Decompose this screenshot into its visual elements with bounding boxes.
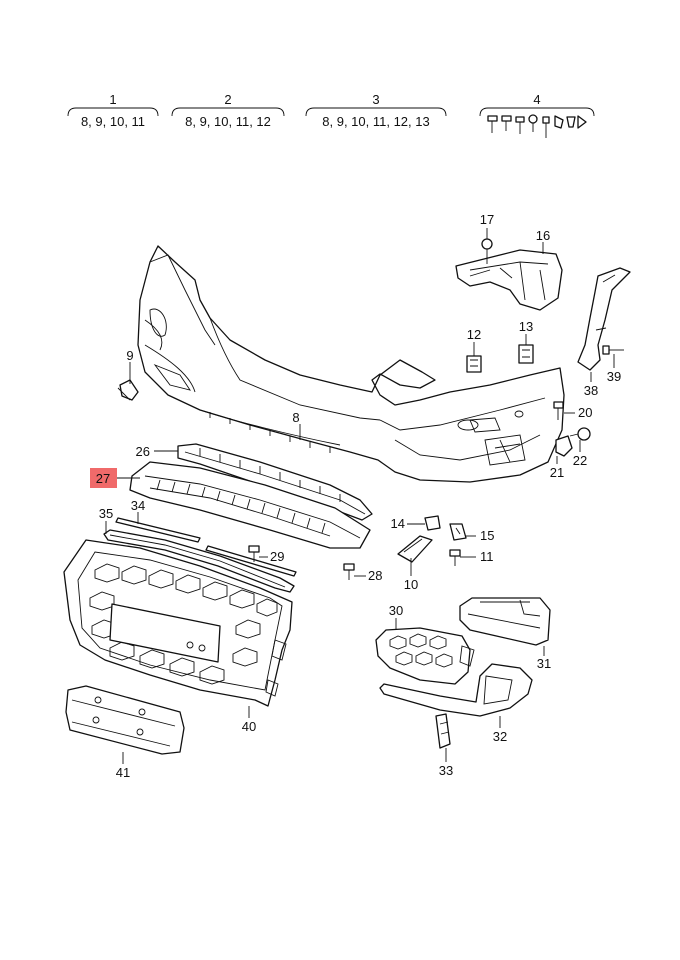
callout-13[interactable]: 13 (519, 319, 533, 334)
spoiler-strip-part[interactable] (177, 443, 373, 521)
highlight-box (90, 468, 117, 488)
trim-strip-part[interactable] (103, 529, 295, 593)
header-group-4[interactable]: 4 (479, 92, 595, 138)
callout-33[interactable]: 33 (439, 763, 453, 778)
tow-cover-part[interactable] (397, 535, 433, 563)
callout-26[interactable]: 26 (136, 444, 150, 459)
screw-29-part[interactable] (248, 545, 260, 562)
group-members: 8, 9, 10, 11 (81, 114, 145, 129)
callout-11[interactable]: 11 (480, 549, 494, 564)
callout-27[interactable]: 27 (96, 471, 110, 486)
clip-14-part[interactable] (424, 515, 441, 531)
fog-insert-part[interactable] (435, 713, 451, 749)
clip-12-part[interactable] (466, 355, 482, 373)
callout-15[interactable]: 15 (480, 528, 494, 543)
screw-28-part[interactable] (343, 563, 355, 580)
mount-bracket-part[interactable] (455, 249, 563, 311)
screw-22-part[interactable] (569, 427, 591, 441)
screw-20-part[interactable] (553, 401, 564, 420)
callout-14[interactable]: 14 (391, 516, 405, 531)
group-bracket (171, 107, 285, 117)
callout-22[interactable]: 22 (573, 453, 587, 468)
callout-17[interactable]: 17 (480, 212, 494, 227)
screw-11-part[interactable] (449, 549, 461, 566)
group-number: 1 (109, 92, 116, 107)
lower-trim-part[interactable] (379, 663, 533, 717)
side-bracket-part[interactable] (577, 267, 631, 371)
callout-labels: 8 9 26 27 34 35 29 28 10 14 15 11 12 13 … (90, 212, 621, 780)
clip-13-part[interactable] (518, 344, 534, 364)
header-group-3[interactable]: 3 8, 9, 10, 11, 12, 13 (305, 92, 447, 129)
callout-8[interactable]: 8 (292, 410, 299, 425)
callout-39[interactable]: 39 (607, 369, 621, 384)
group-bracket (479, 107, 595, 117)
callout-28[interactable]: 28 (368, 568, 382, 583)
header-group-2[interactable]: 2 8, 9, 10, 11, 12 (171, 92, 285, 129)
plate-bracket-part[interactable] (65, 685, 185, 755)
callout-41[interactable]: 41 (116, 765, 130, 780)
callout-9[interactable]: 9 (126, 348, 133, 363)
callout-31[interactable]: 31 (537, 656, 551, 671)
callout-34[interactable]: 34 (131, 498, 145, 513)
fastener-set-icon (487, 114, 587, 138)
clip-15-part[interactable] (449, 523, 467, 541)
group-number: 3 (372, 92, 379, 107)
side-clip-part[interactable] (117, 379, 139, 401)
leader-lines (105, 228, 615, 764)
callout-32[interactable]: 32 (493, 729, 507, 744)
callout-38[interactable]: 38 (584, 383, 598, 398)
side-grille-part[interactable] (375, 627, 475, 685)
callout-35[interactable]: 35 (99, 506, 113, 521)
air-duct-part[interactable] (459, 597, 551, 646)
callout-40[interactable]: 40 (242, 719, 256, 734)
callout-30[interactable]: 30 (389, 603, 403, 618)
callout-12[interactable]: 12 (467, 327, 481, 342)
callout-27-highlight[interactable]: 27 (90, 468, 117, 488)
clip-21-part[interactable] (555, 435, 573, 457)
group-bracket (67, 107, 159, 117)
callout-10[interactable]: 10 (404, 577, 418, 592)
chrome-trim-part[interactable] (115, 517, 297, 577)
screw-39-part[interactable] (602, 345, 624, 355)
group-members: 8, 9, 10, 11, 12, 13 (322, 114, 429, 129)
group-number: 2 (224, 92, 231, 107)
bumper-cover-part[interactable] (137, 245, 565, 483)
group-bracket (305, 107, 447, 117)
callout-16[interactable]: 16 (536, 228, 550, 243)
header-group-1[interactable]: 1 8, 9, 10, 11 (67, 92, 159, 129)
group-number: 4 (533, 92, 540, 107)
callout-29[interactable]: 29 (270, 549, 284, 564)
radiator-grille-part[interactable] (63, 539, 293, 707)
group-members: 8, 9, 10, 11, 12 (185, 114, 271, 129)
callout-20[interactable]: 20 (578, 405, 592, 420)
callout-21[interactable]: 21 (550, 465, 564, 480)
air-guide-part[interactable] (129, 461, 371, 549)
